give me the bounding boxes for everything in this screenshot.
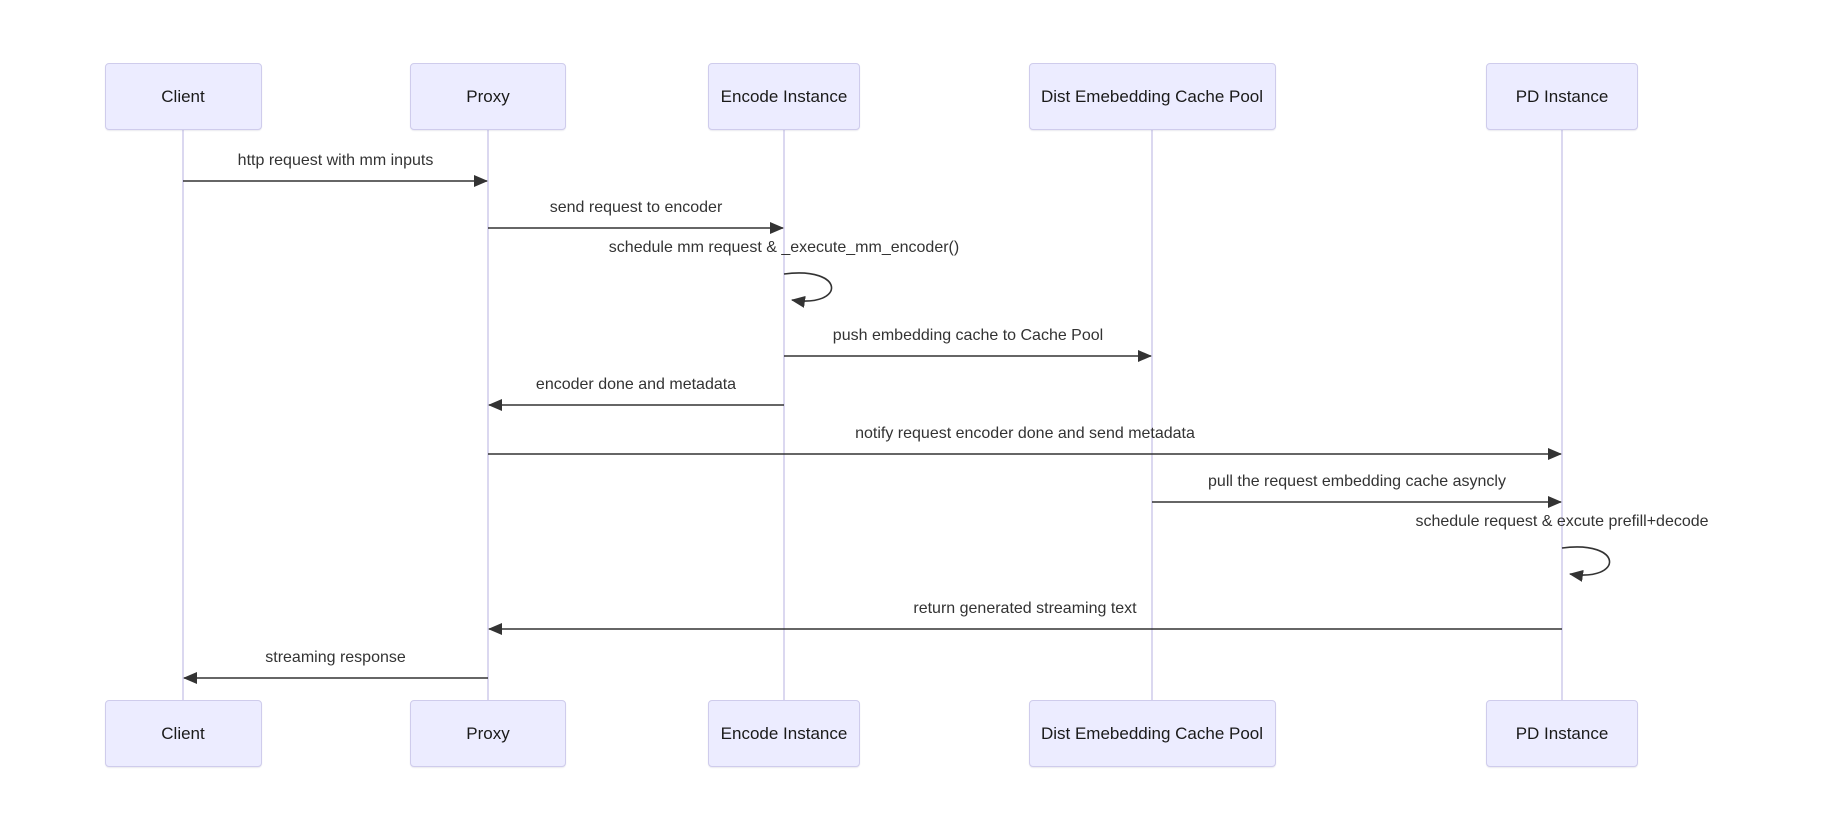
actor-label-dist-embedding-cache-pool: Dist Emebedding Cache Pool [1040, 723, 1264, 743]
self-message-arrow-2 [783, 272, 833, 308]
message-label-1: send request to encoder [549, 199, 723, 216]
message-label-2: schedule mm request & _execute_mm_encode… [608, 239, 960, 256]
actor-label-pd-instance: PD Instance [1515, 723, 1609, 743]
actor-label-proxy: Proxy [466, 723, 510, 743]
actor-label-encode-instance: Encode Instance [720, 86, 848, 106]
message-label-6: pull the request embedding cache asyncly [1208, 473, 1506, 490]
message-label-8: return generated streaming text [913, 600, 1137, 617]
actor-proxy-bottom-box: Proxy [410, 700, 566, 767]
actor-label-encode-instance: Encode Instance [720, 723, 848, 743]
message-label-3: push embedding cache to Cache Pool [832, 327, 1104, 344]
actor-encode-instance-top-box: Encode Instance [708, 63, 860, 130]
actor-proxy-top-box: Proxy [410, 63, 566, 130]
lifelines-group [182, 130, 1563, 700]
self-message-arrow-7 [1561, 546, 1611, 582]
message-label-4: encoder done and metadata [535, 376, 737, 393]
actor-label-dist-embedding-cache-pool: Dist Emebedding Cache Pool [1040, 86, 1264, 106]
actor-label-client: Client [161, 86, 205, 106]
actor-encode-instance-bottom-box: Encode Instance [708, 700, 860, 767]
message-label-7: schedule request & excute prefill+decode [1415, 513, 1709, 530]
message-label-9: streaming response [265, 649, 406, 666]
actor-dist-embedding-cache-pool-top-box: Dist Emebedding Cache Pool [1028, 63, 1276, 130]
actor-pd-instance-top-box: PD Instance [1486, 63, 1638, 130]
actor-label-client: Client [161, 723, 205, 743]
actor-dist-embedding-cache-pool-bottom-box: Dist Emebedding Cache Pool [1028, 700, 1276, 767]
actor-label-pd-instance: PD Instance [1515, 86, 1609, 106]
message-label-5: notify request encoder done and send met… [855, 425, 1195, 442]
actor-client-top-box: Client [104, 63, 262, 130]
message-label-0: http request with mm inputs [237, 152, 434, 169]
actor-client-bottom-box: Client [104, 700, 262, 767]
arrows-group [183, 175, 1611, 684]
actor-label-proxy: Proxy [466, 86, 510, 106]
actor-pd-instance-bottom-box: PD Instance [1486, 700, 1638, 767]
